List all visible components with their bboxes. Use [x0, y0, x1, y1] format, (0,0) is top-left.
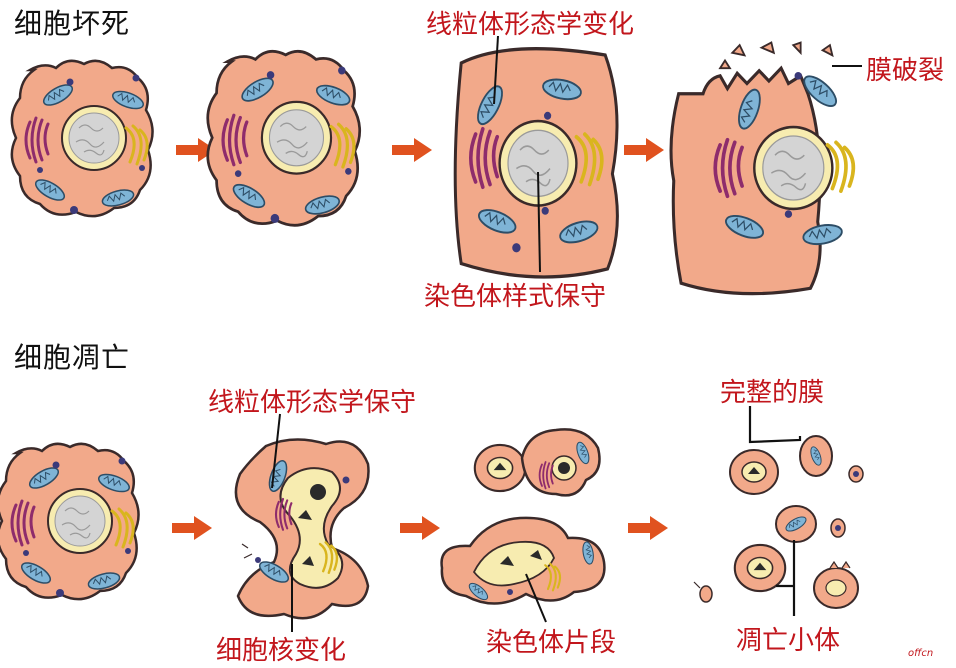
apoptosis-arrow-2 [400, 516, 440, 540]
apoptosis-cell-3 [440, 428, 606, 605]
necrosis-cell-3 [453, 47, 619, 279]
label-chromatin-kept: 染色体样式保守 [424, 282, 607, 312]
leader-chromatin-kept [537, 171, 541, 273]
label-membrane-rupture: 膜破裂 [866, 56, 945, 86]
leader-apoptotic-bodies [776, 540, 796, 616]
necrosis-cell-4 [669, 41, 856, 296]
leader-chromatin-fragments [525, 573, 547, 623]
necrosis-cell-2 [208, 51, 360, 225]
leader-intact-membrane [748, 406, 802, 444]
leader-mito-kept [271, 413, 281, 489]
necrosis-arrow-3 [624, 138, 664, 162]
necrosis-cell-1 [12, 61, 153, 216]
apoptosis-cell-2 [234, 438, 370, 620]
label-mito-change: 线粒体形态学变化 [426, 10, 635, 40]
label-chromatin-fragments: 染色体片段 [486, 628, 617, 658]
apoptosis-arrow-3 [628, 516, 668, 540]
necrosis-arrow-2 [392, 138, 432, 162]
watermark-text: offcn [908, 648, 934, 659]
label-nucleus-change: 细胞核变化 [216, 636, 347, 666]
apoptosis-heading: 细胞凋亡 [14, 341, 131, 374]
necrosis-heading: 细胞坏死 [14, 7, 131, 40]
apoptotic-bodies-group [693, 435, 864, 609]
label-apoptotic-bodies: 凋亡小体 [736, 626, 841, 656]
label-intact-membrane: 完整的膜 [720, 378, 825, 408]
label-mito-kept: 线粒体形态学保守 [208, 388, 417, 418]
apoptosis-arrow-1 [172, 516, 212, 540]
leader-mito-change [493, 35, 499, 105]
apoptosis-cell-1 [0, 444, 139, 599]
